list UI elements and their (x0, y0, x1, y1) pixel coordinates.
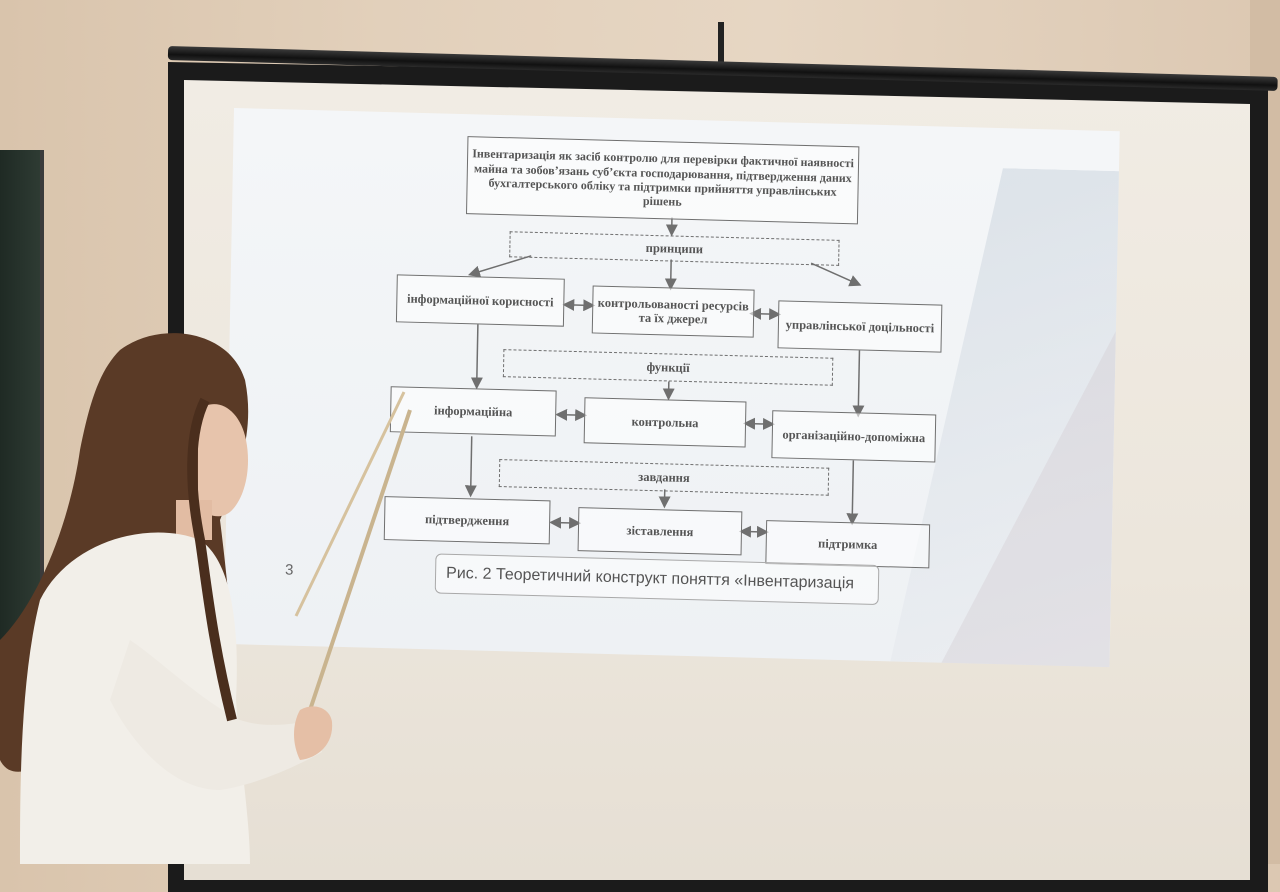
task-box-3: підтримка (765, 520, 930, 568)
slide-number: 3 (285, 561, 294, 578)
function-box-2: контрольна (584, 397, 747, 447)
function-box-3: організаційно-допоміжна (771, 410, 936, 462)
presentation-slide: Інвентаризація як засіб контролю для пер… (224, 108, 1120, 667)
principle-box-3: управлінської доцільності (777, 300, 942, 352)
principle-box-2: контрольованості ресурсів та їх джерел (592, 285, 755, 337)
task-box-1: підтвердження (384, 496, 551, 544)
task-box-2: зіставлення (578, 507, 743, 555)
projector-cable (718, 22, 724, 64)
title-box: Інвентаризація як засіб контролю для пер… (466, 136, 859, 224)
function-box-1: інформаційна (390, 386, 557, 436)
principle-box-1: інформаційної корисності (396, 274, 565, 326)
chalkboard (0, 150, 44, 710)
